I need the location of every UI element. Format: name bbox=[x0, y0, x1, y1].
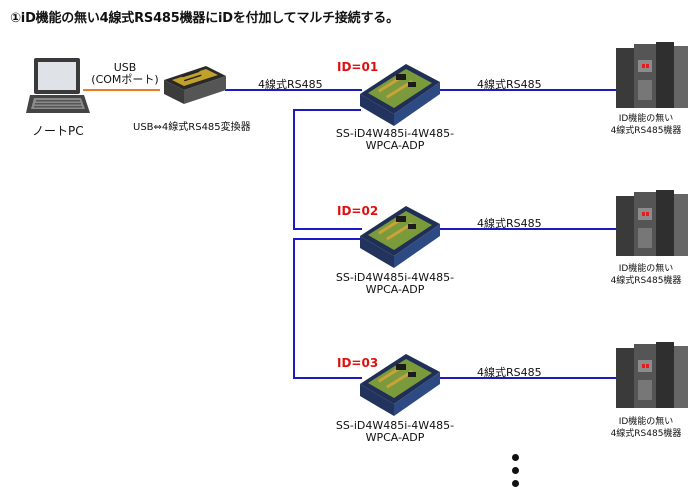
adapter-model-3: SS-iD4W485i-4W485- WPCA-ADP bbox=[320, 420, 470, 444]
adapter-model-3-line2: WPCA-ADP bbox=[365, 431, 425, 444]
rs485-device-3 bbox=[616, 342, 688, 408]
converter-device bbox=[164, 66, 226, 104]
adapter-model-2-line2: WPCA-ADP bbox=[365, 283, 425, 296]
rs485-device-1 bbox=[616, 42, 688, 108]
device-label-3: ID機能の無い 4線式RS485機器 bbox=[596, 416, 696, 440]
adapter-model-1-line1: SS-iD4W485i-4W485- bbox=[335, 127, 455, 140]
adapter-model-3-line1: SS-iD4W485i-4W485- bbox=[335, 419, 455, 432]
page-title: ①iD機能の無い4線式RS485機器にiDを付加してマルチ接続する。 bbox=[10, 11, 399, 26]
usb-label-line2: (COMポート) bbox=[91, 73, 159, 86]
dot bbox=[512, 480, 519, 487]
adapter-id-3: ID=03 bbox=[337, 356, 379, 370]
laptop-icon bbox=[26, 58, 90, 113]
dot bbox=[512, 467, 519, 474]
usb-label: USB (COMポート) bbox=[90, 62, 160, 86]
rs485-device-2 bbox=[616, 190, 688, 256]
device-label-2-line1: ID機能の無い bbox=[618, 264, 674, 274]
dot bbox=[512, 454, 519, 461]
bus-label: 4線式RS485 bbox=[258, 78, 323, 91]
link-label-3: 4線式RS485 bbox=[477, 366, 542, 379]
adapter-model-2-line1: SS-iD4W485i-4W485- bbox=[335, 271, 455, 284]
bus-branch-3 bbox=[293, 238, 362, 379]
device-label-3-line1: ID機能の無い bbox=[618, 417, 674, 427]
adapter-device-2 bbox=[360, 206, 440, 268]
adapter-device-1 bbox=[360, 64, 440, 126]
device-label-1-line1: ID機能の無い bbox=[618, 114, 674, 124]
bus-branch-2 bbox=[293, 109, 362, 230]
device-label-1: ID機能の無い 4線式RS485機器 bbox=[596, 113, 696, 137]
adapter-model-1: SS-iD4W485i-4W485- WPCA-ADP bbox=[320, 128, 470, 152]
usb-label-line1: USB bbox=[113, 61, 137, 74]
adapter-device-3 bbox=[360, 354, 440, 416]
adapter-model-2: SS-iD4W485i-4W485- WPCA-ADP bbox=[320, 272, 470, 296]
device-label-1-line2: 4線式RS485機器 bbox=[610, 126, 682, 136]
link-label-2: 4線式RS485 bbox=[477, 217, 542, 230]
device-label-3-line2: 4線式RS485機器 bbox=[610, 429, 682, 439]
device-label-2-line2: 4線式RS485機器 bbox=[610, 276, 682, 286]
device-label-2: ID機能の無い 4線式RS485機器 bbox=[596, 263, 696, 287]
adapter-id-2: ID=02 bbox=[337, 204, 379, 218]
converter-label: USB⇔4線式RS485変換器 bbox=[133, 122, 251, 133]
pc-label: ノートPC bbox=[32, 124, 84, 138]
adapter-model-1-line2: WPCA-ADP bbox=[365, 139, 425, 152]
adapter-id-1: ID=01 bbox=[337, 60, 379, 74]
link-label-1: 4線式RS485 bbox=[477, 78, 542, 91]
